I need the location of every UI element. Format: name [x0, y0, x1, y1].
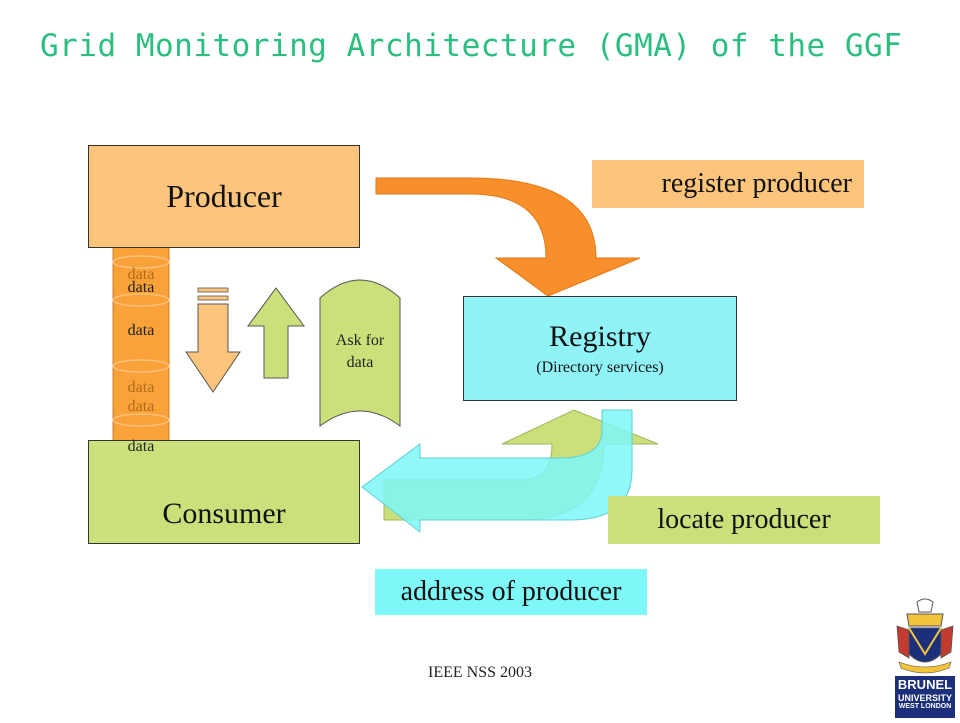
ask-line-2: data — [346, 354, 374, 372]
locate-producer-label: locate producer — [608, 496, 880, 544]
consumer-label: Consumer — [162, 497, 286, 530]
data-label-5: data — [127, 398, 155, 415]
brunel-university-logo: BRUNEL UNIVERSITY WEST LONDON — [893, 596, 957, 718]
ask-scroll — [319, 279, 401, 427]
data-label-1: data — [127, 266, 155, 283]
registry-title: Registry — [549, 320, 651, 353]
address-arrow — [361, 409, 633, 534]
ask-line-1: Ask for — [335, 332, 385, 349]
logo-line-2: UNIVERSITY — [897, 692, 952, 703]
registry-subtitle: (Directory services) — [536, 359, 664, 376]
up-arrow — [247, 287, 305, 379]
logo-line-3: WEST LONDON — [898, 703, 952, 711]
logo-line-1: BRUNEL — [897, 677, 953, 692]
data-label-2: data — [127, 279, 155, 296]
producer-label: Producer — [166, 178, 282, 214]
footer-text: IEEE NSS 2003 — [428, 664, 532, 681]
crest-icon — [895, 598, 955, 718]
register-producer-label: register producer — [592, 160, 864, 208]
producer-box: Producer — [88, 145, 360, 248]
data-label-6: data — [127, 438, 155, 455]
down-arrow — [185, 287, 241, 393]
consumer-box: Consumer — [88, 440, 360, 544]
data-label-3: data — [127, 322, 155, 339]
address-of-producer-label: address of producer — [375, 569, 647, 615]
registry-box: Registry (Directory services) — [463, 296, 737, 401]
ask-for-data-text: Ask for data — [320, 330, 400, 375]
register-arrow — [375, 177, 641, 297]
data-label-4: data — [127, 379, 155, 396]
slide-title: Grid Monitoring Architecture (GMA) of th… — [40, 28, 903, 64]
